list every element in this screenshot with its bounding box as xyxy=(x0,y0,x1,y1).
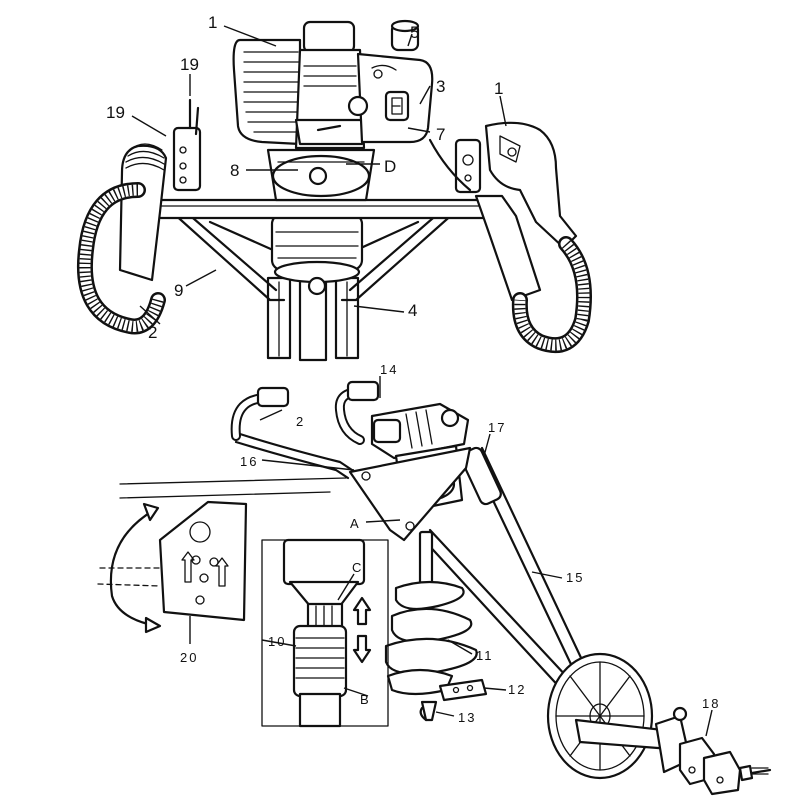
left-handle xyxy=(118,98,202,282)
auger xyxy=(384,530,488,722)
left-hose xyxy=(77,182,166,335)
callout-B: B xyxy=(360,692,371,707)
wheel xyxy=(546,652,692,780)
leader-lines xyxy=(131,25,713,737)
bottom-assembly xyxy=(230,380,772,796)
callout-4: 4 xyxy=(408,301,417,320)
callout-9: 9 xyxy=(174,281,183,300)
callout-1-engine: 1 xyxy=(208,13,217,32)
callout-8: 8 xyxy=(230,161,239,180)
callout-16: 16 xyxy=(240,454,258,469)
callout-2-top: 2 xyxy=(148,323,157,342)
callout-A: A xyxy=(350,516,361,531)
callout-D: D xyxy=(384,157,396,176)
callout-10: 10 xyxy=(268,634,286,649)
gearbox-housing xyxy=(270,212,364,296)
crossbar xyxy=(156,198,500,220)
callout-18: 18 xyxy=(702,696,720,711)
callout-3: 3 xyxy=(436,77,445,96)
plate-detail xyxy=(97,477,347,634)
engine xyxy=(232,19,434,150)
handlebar xyxy=(230,380,380,480)
callout-11: 11 xyxy=(476,648,494,663)
right-hose xyxy=(428,138,592,354)
callout-labels: 1 5 3 7 19 19 1 8 D 9 2 4 14 2 17 16 A C… xyxy=(106,13,720,725)
callout-2-bottom: 2 xyxy=(296,414,305,429)
shaft-detail xyxy=(261,538,389,728)
callout-17: 17 xyxy=(488,420,506,435)
clutch-housing xyxy=(266,148,376,202)
callout-15: 15 xyxy=(566,570,584,585)
callout-12: 12 xyxy=(508,682,526,697)
callout-20: 20 xyxy=(180,650,198,665)
callout-19-top: 19 xyxy=(180,55,199,74)
callout-14: 14 xyxy=(380,362,398,377)
callout-13: 13 xyxy=(458,710,476,725)
spare-blocks xyxy=(678,736,772,796)
callout-5: 5 xyxy=(410,23,419,42)
callout-7: 7 xyxy=(436,125,445,144)
callout-C: C xyxy=(352,560,363,575)
top-assembly xyxy=(77,19,592,362)
powerhead xyxy=(348,402,472,542)
right-handle xyxy=(454,121,578,302)
callout-1-handle: 1 xyxy=(494,79,503,98)
callout-19-left: 19 xyxy=(106,103,125,122)
